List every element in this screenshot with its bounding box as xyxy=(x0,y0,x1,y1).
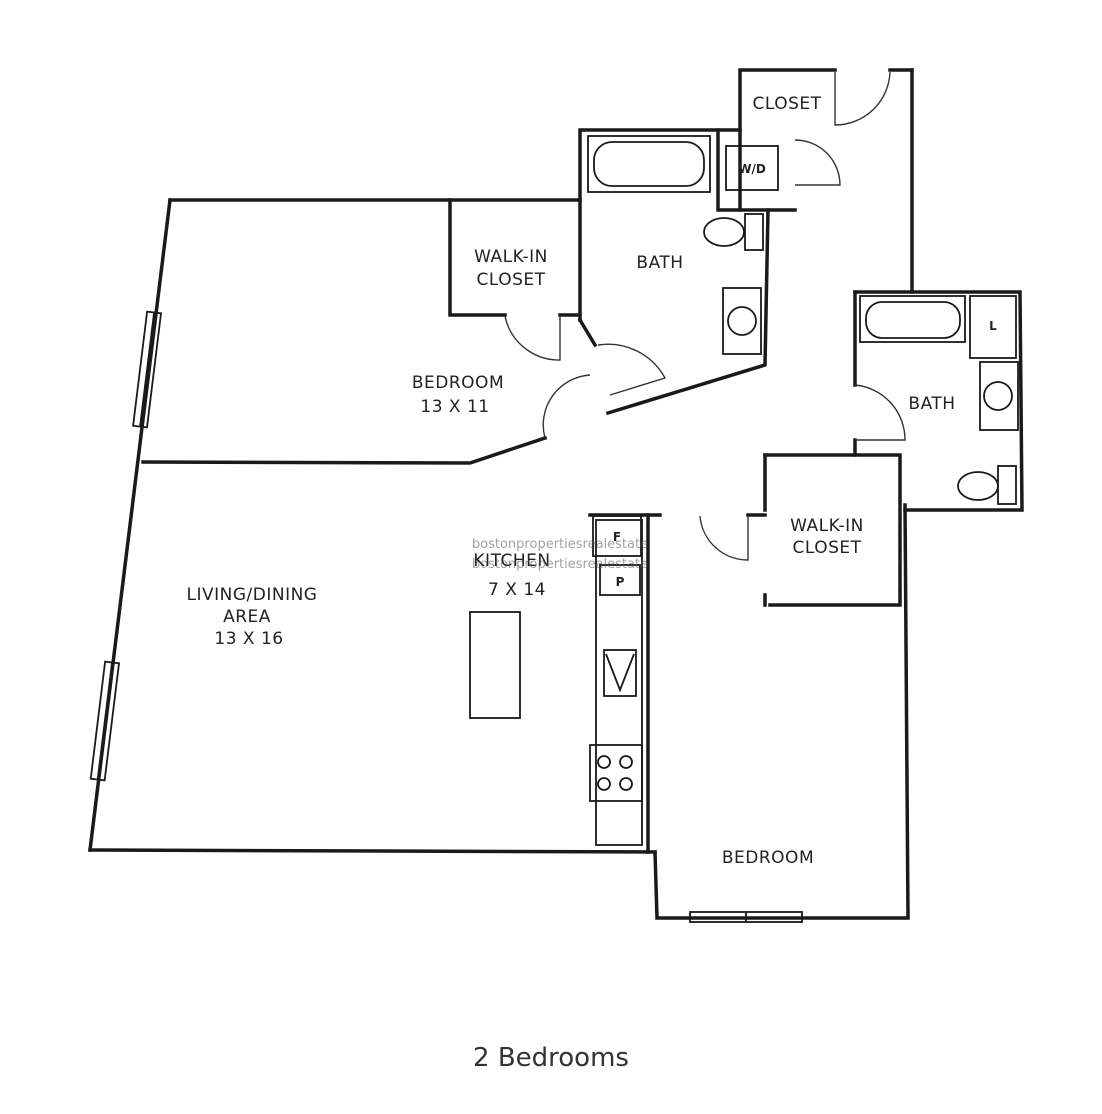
sink-1 xyxy=(722,287,762,355)
label-bath-1: BATH xyxy=(636,253,683,273)
label-linen: L xyxy=(989,319,997,333)
room-labels: CLOSET W/D WALK-IN CLOSET BATH BEDROOM 1… xyxy=(187,94,998,868)
outer-walls xyxy=(88,68,1024,920)
linen-closet xyxy=(969,295,1017,359)
bathtub-2 xyxy=(859,295,966,343)
windows xyxy=(89,310,803,923)
watermark-line2: bostonpropertiesrealestate xyxy=(472,557,648,572)
label-bath-2: BATH xyxy=(908,394,955,414)
kitchen-island xyxy=(469,611,521,719)
label-walkin-1-line1: WALK-IN xyxy=(474,247,548,267)
label-kitchen: KITCHEN xyxy=(473,551,550,571)
kitchen-sink xyxy=(603,649,637,697)
fridge xyxy=(592,515,642,557)
label-fridge: F xyxy=(613,530,621,544)
fixtures xyxy=(469,135,1019,846)
watermark: bostonpropertiesrealestate bostonpropert… xyxy=(472,537,648,572)
kitchen-counter xyxy=(595,519,643,846)
label-pantry: P xyxy=(616,575,625,589)
pantry xyxy=(599,564,641,596)
bathtub-1 xyxy=(587,135,711,193)
label-closet-top: CLOSET xyxy=(752,94,821,114)
label-walkin-1-line2: CLOSET xyxy=(476,270,545,290)
sink-2 xyxy=(979,361,1019,431)
doors xyxy=(504,71,906,561)
label-walkin-2-line1: WALK-IN xyxy=(790,516,864,536)
label-living-line2: AREA xyxy=(223,607,271,627)
label-living-line1: LIVING/DINING xyxy=(187,585,318,605)
plan-caption: 2 Bedrooms xyxy=(473,1043,629,1073)
toilet-2 xyxy=(957,471,999,501)
label-walkin-2-line2: CLOSET xyxy=(792,538,861,558)
washer-dryer xyxy=(725,145,779,191)
label-bedroom-2: BEDROOM xyxy=(722,848,814,868)
toilet-1 xyxy=(703,217,745,247)
stove xyxy=(589,744,643,802)
floor-plan: CLOSET W/D WALK-IN CLOSET BATH BEDROOM 1… xyxy=(88,68,1024,923)
label-wd: W/D xyxy=(738,162,766,176)
watermark-line1: bostonpropertiesrealestate xyxy=(472,537,648,552)
label-kitchen-size: 7 X 14 xyxy=(488,580,546,600)
label-bedroom-1: BEDROOM xyxy=(412,373,504,393)
label-living-size: 13 X 16 xyxy=(214,629,283,649)
label-bedroom-1-size: 13 X 11 xyxy=(420,397,489,417)
